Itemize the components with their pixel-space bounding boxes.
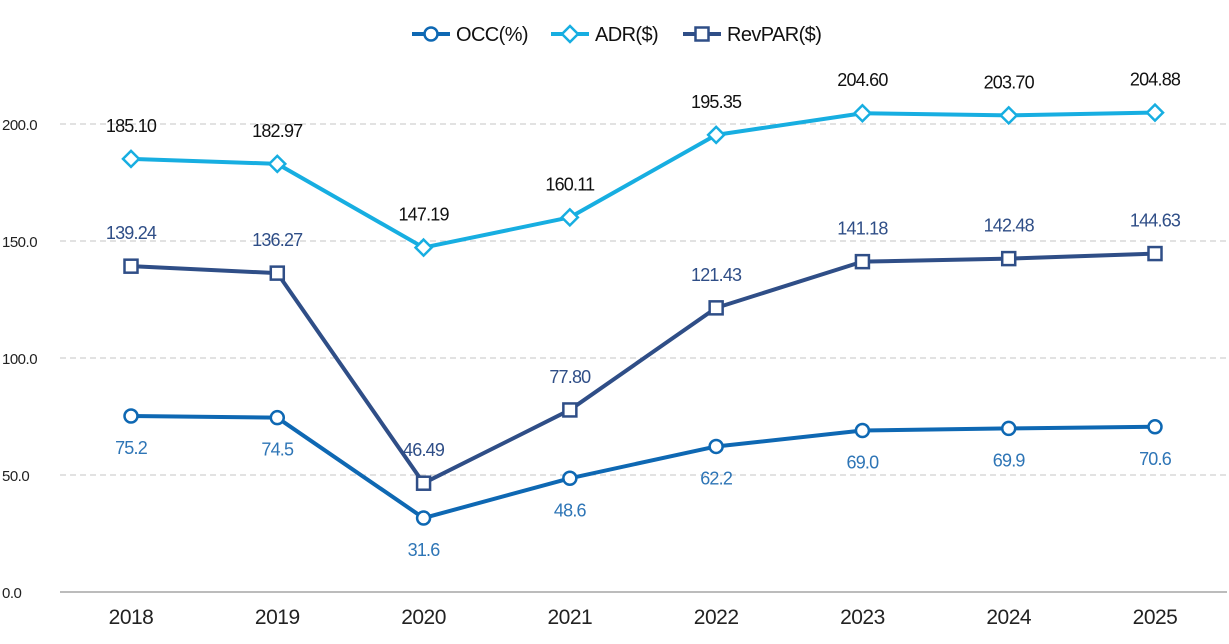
data-label: 69.0 — [847, 453, 880, 473]
x-tick-label-2022: 2022 — [694, 606, 739, 629]
data-point-revpar-2020 — [415, 475, 432, 491]
data-label: 160.11 — [545, 174, 595, 194]
x-tick-label-2018: 2018 — [109, 606, 154, 629]
legend-label: RevPAR($) — [727, 24, 821, 46]
data-label: 204.88 — [1130, 70, 1181, 90]
data-point-adr-2019 — [267, 154, 288, 174]
data-point-adr-2024 — [998, 105, 1019, 126]
data-label: 185.10 — [106, 116, 157, 136]
series-line-adr — [129, 110, 1157, 250]
legend-swatch-marker — [694, 26, 710, 42]
data-point-revpar-2022 — [708, 300, 724, 316]
x-tick-label-2019: 2019 — [255, 606, 300, 629]
data-point-adr-2018 — [121, 149, 141, 169]
x-tick-label-2023: 2023 — [840, 606, 885, 629]
grid-lines — [60, 123, 1227, 476]
y-tick-label: 50.0 — [2, 468, 29, 485]
data-label: 70.6 — [1139, 449, 1172, 469]
data-label: 142.48 — [984, 216, 1035, 236]
data-point-occ-2024 — [1000, 420, 1017, 437]
x-tick-label-2020: 2020 — [401, 606, 446, 629]
data-label: 75.2 — [115, 438, 148, 458]
y-axis: 0.0 50.0 100.0 150.0 200.0 — [2, 117, 38, 602]
data-label: 136.27 — [252, 230, 303, 250]
data-point-revpar-2025 — [1147, 245, 1163, 262]
data-label: 182.97 — [252, 121, 303, 141]
legend-item-adr[interactable]: ADR($) — [551, 24, 659, 46]
y-tick-label: 100.0 — [2, 351, 37, 368]
data-point-occ-2022 — [708, 438, 724, 455]
data-label: 74.5 — [261, 440, 294, 460]
data-label: 46.49 — [403, 440, 445, 460]
data-point-adr-2025 — [1145, 102, 1165, 123]
data-point-adr-2022 — [706, 125, 726, 145]
data-point-occ-2019 — [269, 409, 286, 426]
series-lines — [129, 110, 1157, 521]
data-label: 203.70 — [984, 72, 1035, 92]
data-point-revpar-2018 — [123, 258, 139, 274]
data-label: 69.9 — [993, 450, 1026, 470]
data-point-revpar-2023 — [854, 253, 871, 270]
legend-item-occ[interactable]: OCC(%) — [412, 24, 529, 46]
data-label: 141.18 — [837, 219, 888, 239]
data-point-occ-2023 — [854, 422, 871, 439]
data-label: 62.2 — [700, 468, 733, 488]
data-point-occ-2021 — [562, 470, 578, 487]
data-label: 147.19 — [398, 205, 449, 225]
data-label: 144.63 — [1130, 211, 1181, 231]
y-tick-label: 150.0 — [2, 234, 37, 251]
data-point-adr-2021 — [560, 207, 580, 228]
legend-label: OCC(%) — [456, 24, 528, 46]
series-markers — [121, 102, 1165, 526]
series-line-revpar — [129, 251, 1157, 486]
x-tick-label-2021: 2021 — [547, 606, 592, 629]
data-label: 195.35 — [691, 92, 742, 112]
data-label: 121.43 — [691, 265, 742, 285]
y-tick-label: 0.0 — [2, 585, 22, 602]
y-tick-label: 200.0 — [2, 117, 37, 134]
series-line-occ — [129, 414, 1157, 521]
legend-swatch-marker — [560, 24, 580, 44]
x-tick-label-2024: 2024 — [986, 606, 1032, 629]
data-point-adr-2020 — [413, 237, 434, 258]
legend[interactable]: OCC(%) ADR($) RevPAR($) — [412, 24, 822, 46]
data-point-revpar-2024 — [1000, 250, 1017, 267]
data-point-occ-2020 — [415, 510, 432, 526]
data-label: 204.60 — [837, 70, 888, 90]
legend-label: ADR($) — [595, 24, 658, 46]
data-label: 31.6 — [408, 540, 441, 560]
data-point-revpar-2019 — [269, 265, 286, 281]
data-point-revpar-2021 — [562, 402, 578, 418]
data-point-adr-2023 — [852, 103, 873, 124]
data-point-occ-2018 — [123, 408, 139, 424]
data-label: 48.6 — [554, 500, 587, 520]
x-axis: 2018 2019 2020 2021 2022 2023 2024 2025 — [60, 591, 1227, 629]
x-tick-label-2025: 2025 — [1133, 606, 1178, 629]
data-labels: 75.2 74.5 31.6 48.6 62.2 69.0 69.9 70.6 185.10 18… — [106, 70, 1182, 560]
data-label: 139.24 — [106, 223, 157, 243]
legend-swatch-marker — [423, 26, 439, 42]
legend-item-revpar[interactable]: RevPAR($) — [683, 24, 822, 46]
data-label: 77.80 — [549, 367, 591, 387]
data-point-occ-2025 — [1147, 419, 1163, 435]
